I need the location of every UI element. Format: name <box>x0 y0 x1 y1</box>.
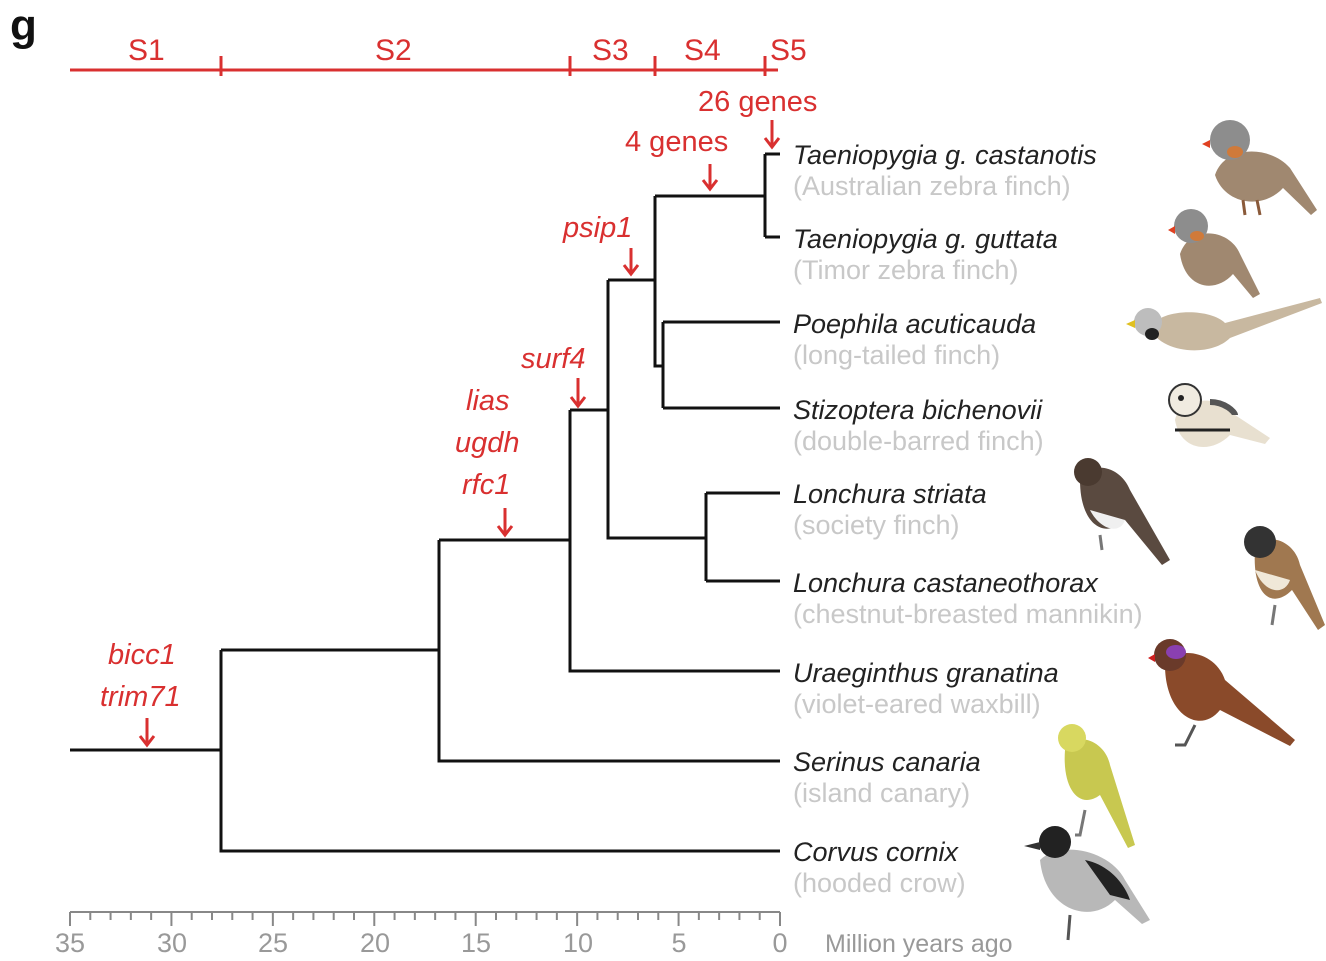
tree-branches <box>70 154 780 851</box>
event-lias: lias <box>466 385 510 417</box>
taxon-common-name: (society finch) <box>793 510 960 540</box>
branch-serinus <box>439 540 780 761</box>
taxon-common-name: (double-barred finch) <box>793 426 1044 456</box>
stratum-s4-label: S4 <box>684 34 721 67</box>
arrow-bicc1-trim71 <box>140 718 154 745</box>
taxon-common-name: (Timor zebra finch) <box>793 255 1019 285</box>
stratum-s2-label: S2 <box>375 34 412 67</box>
tick-label: 20 <box>360 928 390 958</box>
branch-corvus <box>221 650 780 851</box>
event-psip1: psip1 <box>562 212 632 244</box>
tick-label: 15 <box>461 928 491 958</box>
event-surf4: surf4 <box>521 343 585 375</box>
arrow-psip1 <box>624 248 638 274</box>
long-tailed-finch-icon <box>1126 298 1322 350</box>
taxon-common-name: (hooded crow) <box>793 868 966 898</box>
stratum-s5-label: S5 <box>770 34 807 67</box>
tick-label: 5 <box>671 928 686 958</box>
taxon-name: Taeniopygia g. guttata <box>793 224 1058 254</box>
axis-ticks <box>70 912 780 926</box>
taxon-common-name: (Australian zebra finch) <box>793 171 1071 201</box>
timor-zebra-finch-icon <box>1168 209 1260 298</box>
time-axis: 35 30 25 20 15 10 5 0 Million years ago <box>55 912 1013 958</box>
taxon-name: Poephila acuticauda <box>793 309 1036 339</box>
arrow-26-genes <box>765 120 779 147</box>
tick-label: 35 <box>55 928 85 958</box>
stratum-s1-label: S1 <box>128 34 165 67</box>
event-bicc1: bicc1 <box>108 639 176 671</box>
taxon-common-name: (chestnut-breasted mannikin) <box>793 599 1143 629</box>
taxon-name: Lonchura striata <box>793 479 987 509</box>
branch-taeniopygia <box>765 154 780 237</box>
taxon-common-name: (island canary) <box>793 778 970 808</box>
tick-label: 25 <box>258 928 288 958</box>
taxon-name: Uraeginthus granatina <box>793 658 1059 688</box>
event-4-genes: 4 genes <box>625 126 728 158</box>
taxon-name: Lonchura castaneothorax <box>793 568 1099 598</box>
tick-label: 10 <box>563 928 593 958</box>
strata-bar: S1 S2 S3 S4 S5 <box>70 34 807 76</box>
arrow-4-genes <box>703 164 717 189</box>
taxon-common-name: (long-tailed finch) <box>793 340 1000 370</box>
zebra-finch-icon <box>1202 120 1317 215</box>
axis-label: Million years ago <box>825 930 1013 958</box>
arrow-lias-ugdh-rfc1 <box>498 508 512 535</box>
event-26-genes: 26 genes <box>698 86 817 118</box>
taxon-name: Taeniopygia g. castanotis <box>793 140 1097 170</box>
event-trim71: trim71 <box>100 681 181 713</box>
arrow-surf4 <box>571 378 585 406</box>
panel-label: g <box>10 1 37 50</box>
tick-label: 0 <box>772 928 787 958</box>
double-barred-finch-icon <box>1169 384 1270 447</box>
event-rfc1: rfc1 <box>462 469 510 501</box>
waxbill-icon <box>1148 639 1295 746</box>
canary-icon <box>1058 724 1135 848</box>
gene-events: 26 genes 4 genes psip1 surf4 lias ugdh r… <box>100 86 817 745</box>
mannikin-icon <box>1244 526 1325 630</box>
society-finch-icon <box>1074 458 1170 565</box>
branch-poephila <box>663 322 780 408</box>
branch-lonchura <box>706 493 780 581</box>
taxon-name: Corvus cornix <box>793 837 960 867</box>
tick-label: 30 <box>157 928 187 958</box>
event-ugdh: ugdh <box>455 427 520 459</box>
stratum-s3-label: S3 <box>592 34 629 67</box>
branch-uraeginthus <box>570 410 780 671</box>
taxon-name: Stizoptera bichenovii <box>793 395 1043 425</box>
taxon-common-name: (violet-eared waxbill) <box>793 689 1041 719</box>
taxon-name: Serinus canaria <box>793 747 981 777</box>
